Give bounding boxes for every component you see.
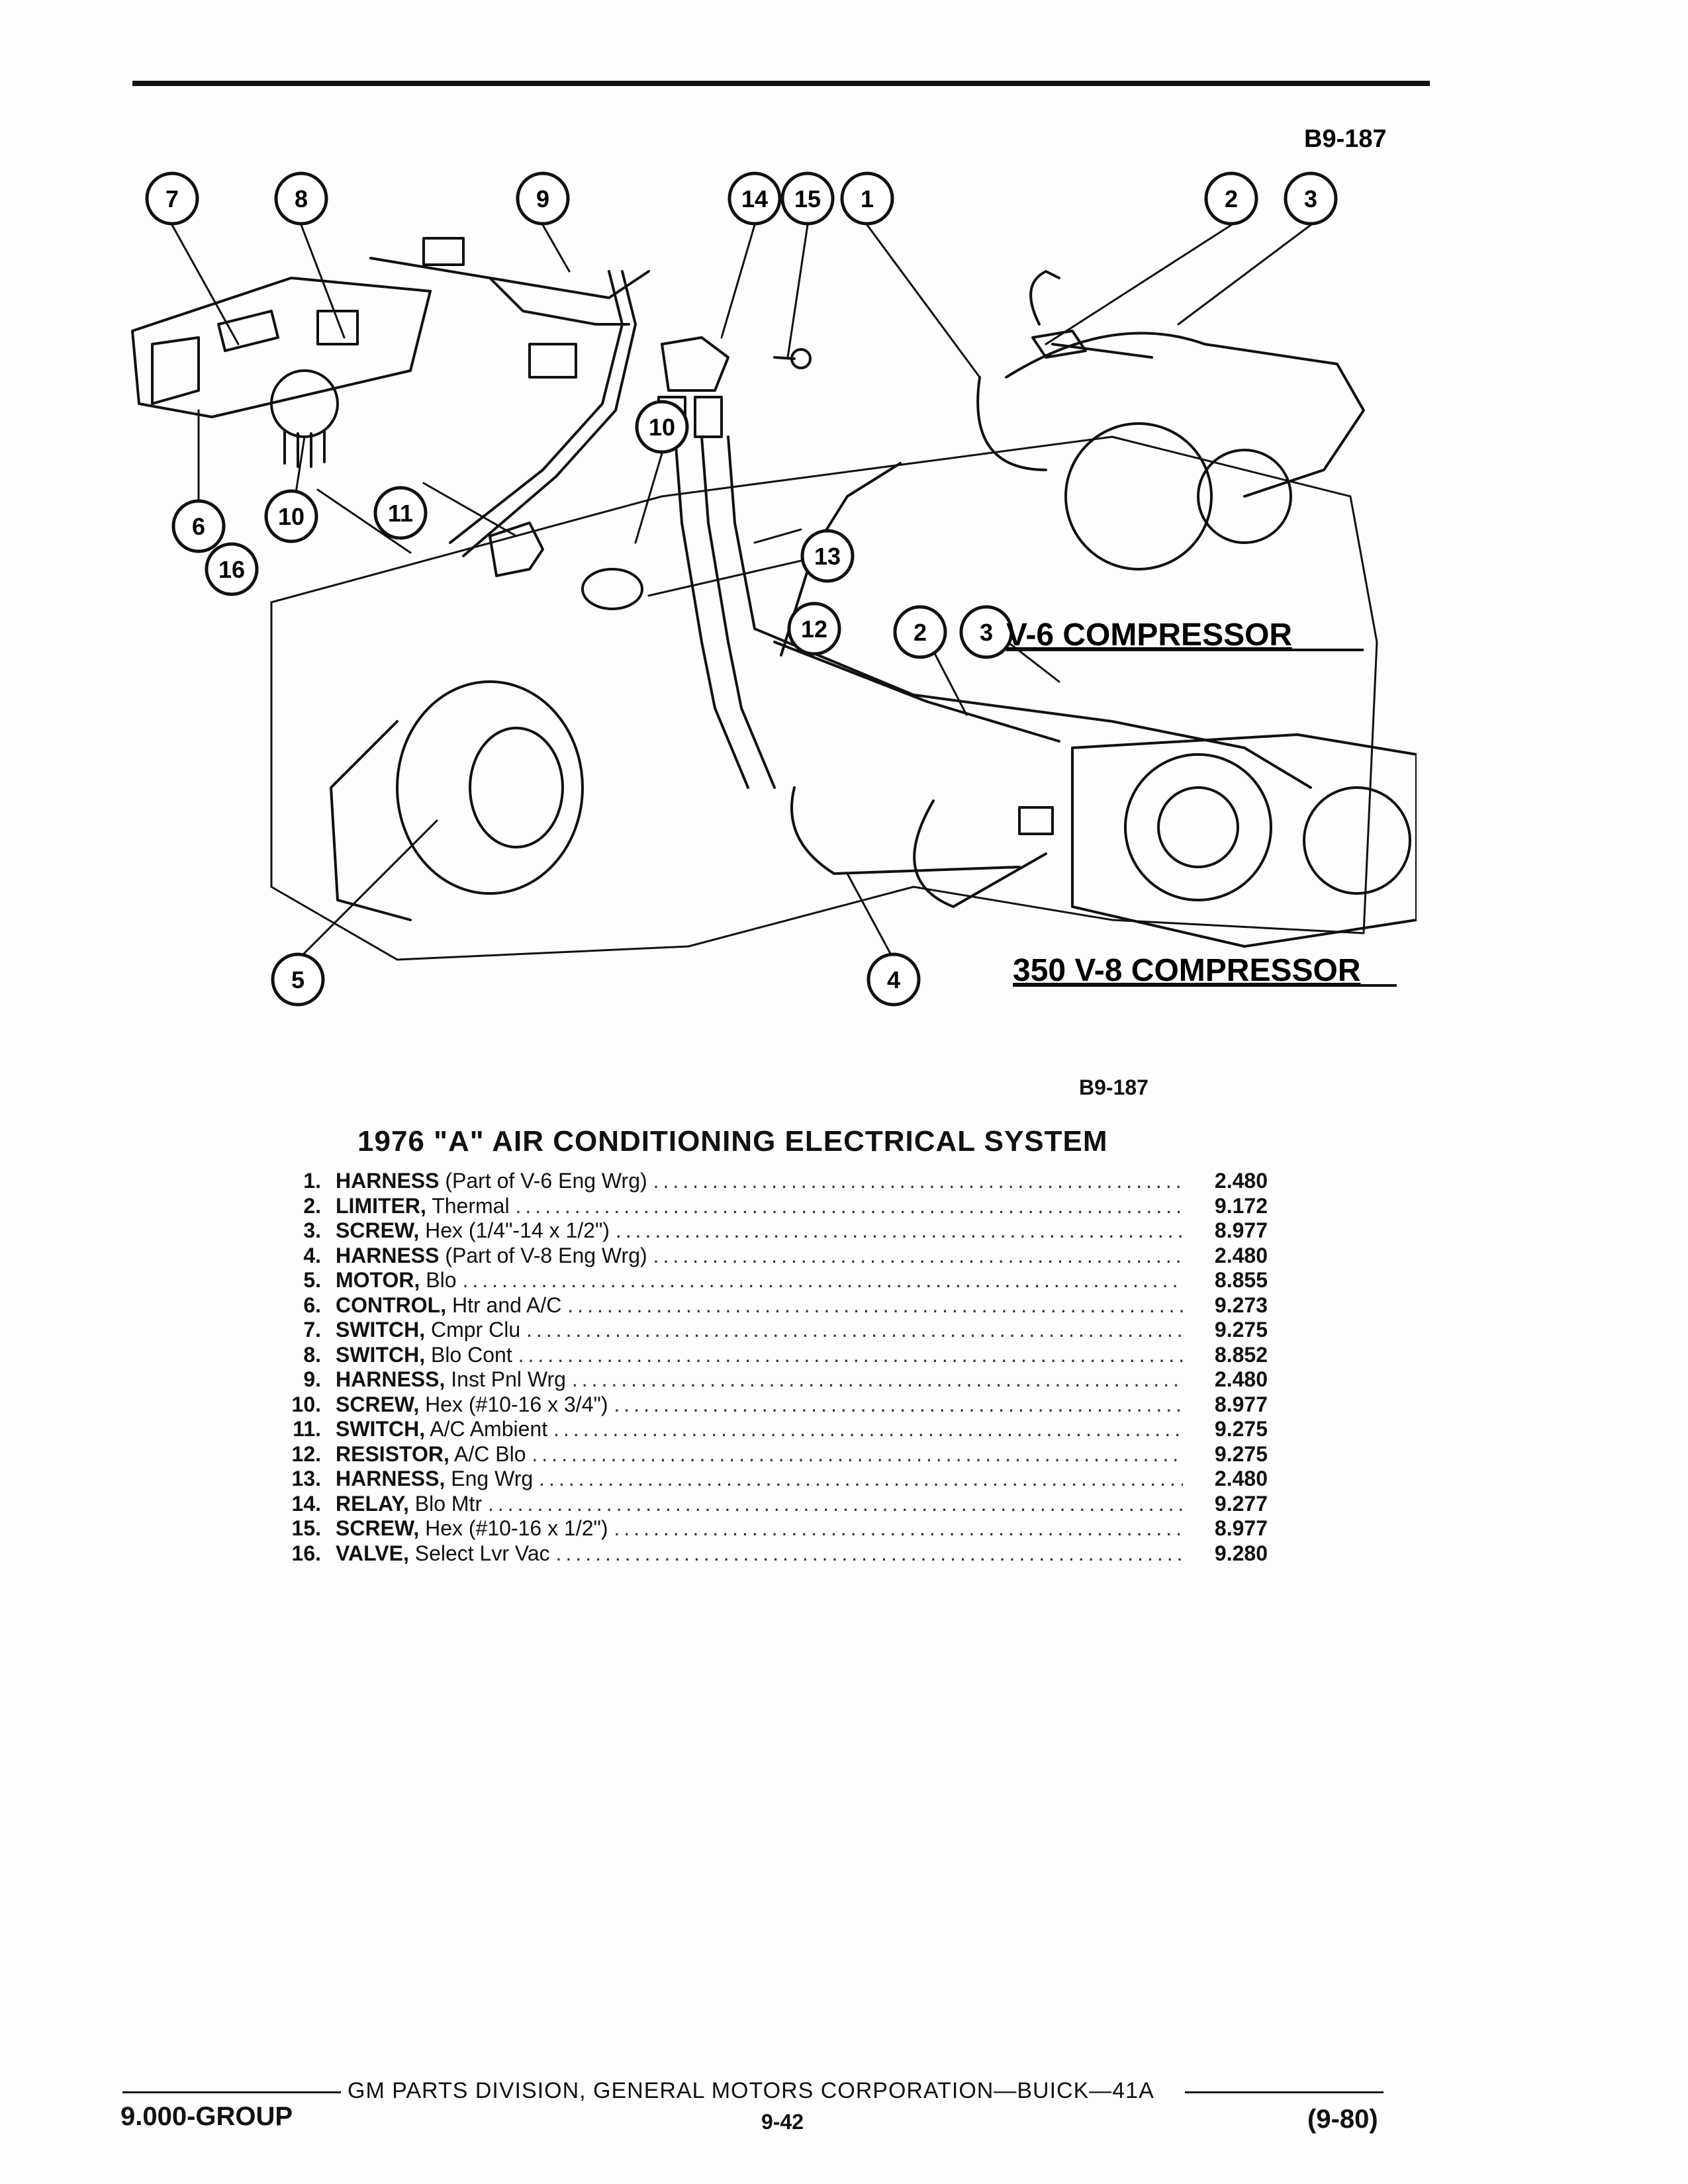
footer-date: (9-80) (1307, 2105, 1378, 2134)
svg-text:13: 13 (814, 543, 841, 570)
callout-15: 15 (780, 171, 835, 226)
svg-text:2: 2 (914, 619, 927, 646)
svg-text:10: 10 (649, 414, 675, 441)
list-item: 8.SWITCH, Blo Cont .....................… (303, 1342, 1268, 1367)
v6-compressor-shape (976, 270, 1365, 570)
list-item: 6.CONTROL, Htr and A/C .................… (303, 1293, 1268, 1317)
svg-text:1: 1 (861, 185, 874, 212)
svg-text:5: 5 (291, 966, 305, 993)
list-item: 4.HARNESS (Part of V-8 Eng Wrg) ........… (303, 1243, 1268, 1267)
page-title: 1976 "A" AIR CONDITIONING ELECTRICAL SYS… (357, 1125, 1108, 1158)
svg-text:3: 3 (980, 619, 993, 646)
footer-publisher: GM PARTS DIVISION, GENERAL MOTORS CORPOR… (348, 2078, 1154, 2103)
callout-5: 5 (271, 952, 325, 1007)
list-item: 10.SCREW, Hex (#10-16 x 3/4") ..........… (291, 1392, 1268, 1416)
callout-4: 4 (867, 952, 921, 1007)
callout-7: 7 (145, 171, 199, 226)
callout-10-lower: 10 (264, 489, 318, 543)
footer-group: 9.000-GROUP (120, 2102, 293, 2131)
svg-text:14: 14 (741, 185, 768, 212)
callout-9: 9 (516, 171, 570, 226)
svg-text:15: 15 (794, 185, 821, 212)
callout-11: 11 (373, 486, 428, 540)
callout-2-mid: 2 (893, 605, 947, 659)
svg-text:16: 16 (218, 556, 245, 583)
svg-text:9: 9 (536, 185, 549, 212)
resistor-shape (581, 568, 643, 610)
v8-compressor-shape (913, 733, 1417, 948)
list-item: 11.SWITCH, A/C Ambient .................… (293, 1417, 1268, 1441)
callout-12: 12 (787, 602, 841, 656)
svg-text:2: 2 (1225, 185, 1238, 212)
leader-lines (171, 224, 1312, 961)
callout-16: 16 (205, 542, 259, 596)
blower-motor-shape (330, 680, 584, 921)
ambient-switch-shape (489, 522, 544, 577)
engine-harness-shape (674, 435, 1312, 875)
figure-code: B9-187 (1304, 126, 1387, 153)
list-item: 3.SCREW, Hex (1/4"-14 x 1/2") ..........… (303, 1218, 1268, 1242)
list-item: 7.SWITCH, Cmpr Clu .....................… (303, 1318, 1268, 1342)
firewall-outline (270, 435, 1378, 961)
svg-text:10: 10 (278, 503, 305, 530)
caption-figure-code: B9-187 (1079, 1075, 1149, 1099)
svg-text:7: 7 (165, 185, 179, 212)
page-number: 9-42 (761, 2110, 804, 2134)
svg-text:4: 4 (887, 966, 900, 993)
svg-text:8: 8 (295, 185, 308, 212)
v8-compressor-label: 350 V-8 COMPRESSOR (1013, 953, 1361, 988)
list-item: 2.LIMITER, Thermal .....................… (303, 1193, 1268, 1218)
list-item: 16.VALVE, Select Lvr Vac ...............… (291, 1541, 1268, 1565)
list-item: 5.MOTOR, Blo ...........................… (303, 1268, 1268, 1292)
callout-3-mid: 3 (959, 605, 1013, 659)
callout-2-top: 2 (1204, 171, 1258, 226)
control-assembly-shape (131, 277, 432, 468)
callout-3-top: 3 (1284, 171, 1338, 226)
callout-1: 1 (840, 171, 894, 226)
list-item: 1.HARNESS (Part of V-6 Eng Wrg) ........… (303, 1169, 1268, 1193)
footer-rule-right (1185, 2091, 1383, 2093)
callout-14: 14 (727, 171, 782, 226)
list-item: 14.RELAY, Blo Mtr ......................… (291, 1491, 1268, 1516)
list-item: 12.RESISTOR, A/C Blo ...................… (291, 1441, 1268, 1466)
top-rule (132, 81, 1430, 86)
callout-10-upper: 10 (635, 400, 689, 454)
callout-13: 13 (800, 529, 855, 583)
list-item: 15.SCREW, Hex (#10-16 x 1/2") ..........… (291, 1516, 1268, 1540)
callout-8: 8 (274, 171, 328, 226)
v6-compressor-label: V-6 COMPRESSOR (1006, 617, 1292, 653)
inst-panel-harness-shape (369, 237, 650, 557)
ac-electrical-illustration: 7 8 9 14 15 1 2 3 10 6 10 11 16 13 12 2 … (131, 126, 1417, 1007)
callout-6: 6 (171, 499, 226, 553)
parts-list: 1.HARNESS (Part of V-6 Eng Wrg) ........… (261, 1169, 1268, 1566)
svg-text:12: 12 (801, 615, 827, 643)
list-item: 9.HARNESS, Inst Pnl Wrg ................… (303, 1367, 1268, 1391)
svg-text:3: 3 (1304, 185, 1317, 212)
list-item: 13.HARNESS, Eng Wrg ....................… (291, 1467, 1268, 1490)
svg-text:11: 11 (388, 500, 413, 527)
footer-rule-left (122, 2091, 341, 2093)
svg-text:6: 6 (192, 513, 205, 540)
